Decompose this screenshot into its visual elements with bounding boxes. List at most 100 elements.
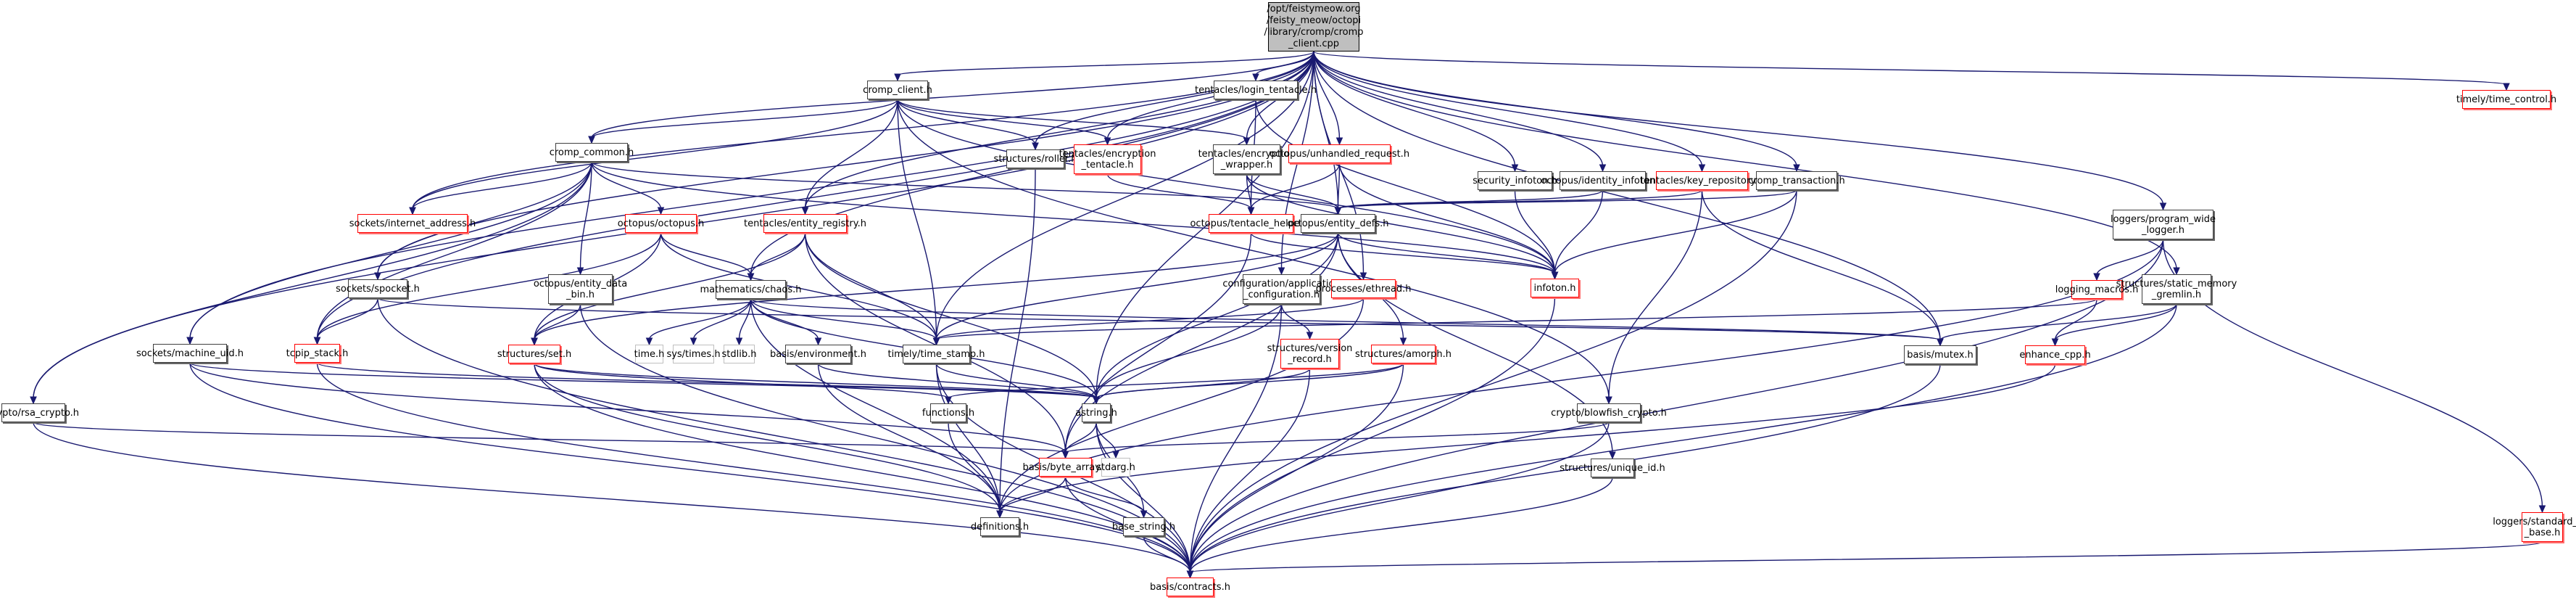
node-time-stamp[interactable]: timely/time_stamp.h [887,345,985,363]
edge-time-stamp-to-astring [935,363,1097,399]
edge-cromp-common-to-entity-defs [591,161,1339,210]
edge-root-to-tcpip-stack [316,51,1314,340]
node-app-config[interactable]: configuration/application _configuration… [1222,274,1341,304]
edge-unhandled-request-to-entity-defs [1337,163,1341,210]
edge-key-repository-to-mutex [1701,189,1941,341]
node-enhance-cpp[interactable]: enhance_cpp.h [2019,345,2091,364]
edge-unique-id-to-contracts [1189,477,1613,573]
node-identity-infoton[interactable]: octopus/identity_infoton.h [1541,171,1664,190]
node-unique-id[interactable]: structures/unique_id.h [1560,459,1665,477]
edge-cromp-common-to-entity-data-bin [579,161,592,270]
node-unhandled-request[interactable]: octopus/unhandled_request.h [1270,144,1409,163]
node-ethread[interactable]: processes/ethread.h [1315,279,1412,298]
node-functions-h[interactable]: functions.h [922,403,974,422]
node-infoton[interactable]: infoton.h [1531,279,1579,297]
edge-arrowhead [2051,338,2059,347]
node-tcpip-stack[interactable]: tcpip_stack.h [286,344,348,363]
node-spocket[interactable]: sockets/spocket.h [336,279,420,298]
edge-octopus-h-to-chaos [660,232,752,276]
node-time-control[interactable]: timely/time_control.h [2456,90,2556,109]
edge-astring-to-byte-array [1064,422,1097,453]
node-chaos[interactable]: mathematics/chaos.h [700,280,802,299]
edge-set-h-to-astring [534,363,1097,399]
node-octopus-h[interactable]: octopus/octopus.h [618,214,704,233]
edge-app-config-to-contracts [1189,303,1283,573]
edge-root-to-cromp-common [591,51,1314,139]
edge-arrowhead [932,337,940,346]
edge-arrowhead [409,207,416,215]
edge-cromp-common-to-internet-address [412,161,592,210]
node-encryption-tentacle[interactable]: tentacles/encryption _tentacle.h [1059,144,1156,174]
node-set-h[interactable]: structures/set.h [497,345,571,363]
edge-entity-defs-to-unique-id [1337,232,1613,454]
node-stdlib-h: stdlib.h [722,345,757,363]
edge-mutex-to-contracts [1189,363,1941,573]
edge-entity-defs-to-infoton [1337,232,1556,274]
edge-arrowhead [313,337,321,345]
node-login-tentacle[interactable]: tentacles/login_tentacle.h [1195,81,1317,99]
node-machine-uid[interactable]: sockets/machine_uid.h [136,344,244,363]
node-definitions[interactable]: definitions.h [971,517,1029,536]
node-cromp-common[interactable]: cromp_common.h [550,143,634,162]
edge-root-to-astring [1096,51,1314,399]
node-internet-address[interactable]: sockets/internet_address.h [349,214,476,233]
edge-root-to-encryption-tentacle [1106,51,1314,140]
edge-root-to-spocket [377,51,1314,275]
edge-program-wide-logger-to-contracts [1189,239,2164,573]
node-version-record[interactable]: structures/version _record.h [1267,339,1352,369]
edge-cromp-client-h-to-internet-address [412,99,898,210]
edge-machine-uid-to-byte-array [189,362,1067,453]
node-cromp-client-h[interactable]: cromp_client.h [863,81,932,99]
node-entity-defs[interactable]: octopus/entity_defs.h [1288,214,1389,233]
node-entity-data-bin[interactable]: octopus/entity_data _bin.h [534,274,627,304]
node-root[interactable]: /opt/feistymeow.org /feisty_meow/octopi … [1264,2,1364,52]
node-environment[interactable]: basis/environment.h [770,345,866,363]
edge-static-memory-gremlin-to-contracts [1189,303,2177,573]
node-program-wide-logger[interactable]: loggers/program_wide _logger.h [2111,210,2216,239]
node-encryption-wrapper[interactable]: tentacles/encryption _wrapper.h [1198,144,1295,174]
edge-arrowhead [747,273,755,281]
node-base-string[interactable]: base_string.h [1112,517,1175,536]
edge-cromp-client-h-to-roller [897,99,1036,145]
node-key-repository[interactable]: tentacles/key_repository.h [1641,171,1763,190]
node-logging-macros[interactable]: logging_macros.h [2055,280,2138,299]
edge-environment-to-definitions [817,363,1001,513]
edge-arrowhead [1335,137,1343,146]
edge-arrowhead [1252,73,1259,82]
node-mutex[interactable]: basis/mutex.h [1904,345,1976,364]
edge-root-to-time-stamp [935,51,1314,340]
node-cromp-transaction[interactable]: cromp_transaction.h [1748,171,1845,190]
edge-cromp-common-to-infoton [591,161,1556,274]
node-amorph[interactable]: structures/amorph.h [1355,345,1451,363]
edge-cromp-client-h-to-entity-registry [804,99,898,210]
edge-arrowhead [588,136,595,144]
edge-tcpip-stack-to-astring [316,362,1097,399]
edge-root-to-security-infoton [1313,51,1516,167]
edge-static-memory-gremlin-to-mutex [1939,303,2177,341]
node-entity-registry[interactable]: tentacles/entity_registry.h [744,214,866,233]
node-byte-array[interactable]: basis/byte_array.h [1023,458,1108,477]
edge-arrowhead [645,337,653,346]
edge-arrowhead [2159,202,2167,211]
edge-cromp-common-to-tcpip-stack [316,161,592,340]
node-static-memory-gremlin[interactable]: structures/static_memory _gremlin.h [2116,274,2237,304]
edge-arrowhead [1277,267,1285,276]
node-contracts[interactable]: basis/contracts.h [1150,578,1230,596]
node-security-infoton[interactable]: security_infoton.h [1473,171,1557,190]
edge-identity-infoton-to-infoton [1554,189,1604,274]
node-roller[interactable]: structures/roller.h [994,149,1077,168]
edge-unhandled-request-to-tentacle-helper [1250,163,1341,210]
node-tentacle-helper[interactable]: octopus/tentacle_helper.h [1190,214,1312,233]
edge-root-to-mutex [1313,51,1941,341]
node-rsa-crypto[interactable]: crypto/rsa_crypto.h [0,403,79,422]
edge-rsa-crypto-to-contracts [33,422,1191,573]
node-astring[interactable]: astring.h [1075,403,1117,422]
edge-enhance-cpp-to-definitions [999,363,2056,513]
edge-arrowhead [1793,164,1800,173]
node-standard-log-base[interactable]: loggers/standard_log _base.h [2493,512,2576,542]
edge-tentacle-helper-to-byte-array [1064,232,1252,453]
node-blowfish[interactable]: crypto/blowfish_crypto.h [1551,403,1667,422]
edge-cromp-common-to-rsa-crypto [33,161,592,399]
edge-entity-registry-to-set-h [534,232,806,340]
